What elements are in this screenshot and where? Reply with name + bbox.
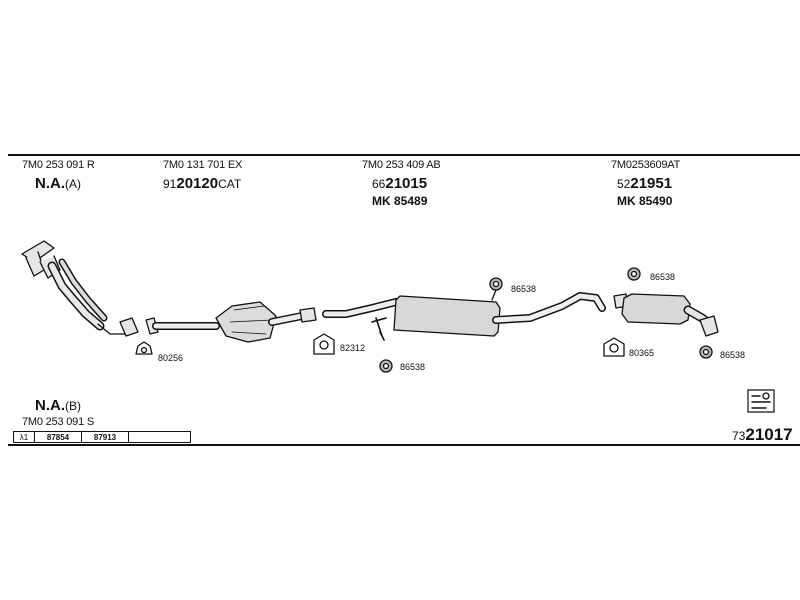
ref-86538-label-b: 86538 (400, 362, 426, 372)
part-number-col3: 7M0 253 409 AB (362, 159, 441, 171)
catalytic-converter-part (145, 301, 317, 343)
clamp-80256-icon (135, 341, 153, 355)
clamp-80365-icon (603, 337, 625, 357)
part-number-col2: 7M0 131 701 EX (163, 159, 243, 171)
ref-86538-label-a: 86538 (511, 284, 537, 294)
mk-col3: MK 85489 (372, 194, 428, 208)
lambda-value-2: 87913 (81, 431, 129, 443)
top-divider (8, 154, 800, 156)
rubber-mount-icon-a (489, 277, 503, 301)
rubber-mount-icon-d (699, 345, 713, 359)
front-pipe-part (21, 240, 139, 337)
rubber-mount-icon-b (379, 359, 393, 373)
code-col2: 9120120CAT (163, 175, 242, 192)
bottom-divider (8, 444, 800, 446)
clamp-82312-icon (313, 333, 335, 355)
catalog-number: 7321017 (732, 425, 793, 444)
rubber-mount-icon-c (627, 267, 641, 281)
lambda-value-3 (128, 431, 191, 443)
lambda-value-1: 87854 (34, 431, 82, 443)
code-footer: N.A.(B) (35, 397, 81, 414)
lambda-symbol: λ1 (13, 431, 35, 443)
catalog-logo-icon (747, 389, 775, 413)
part-number-col1: 7M0 253 091 R (22, 159, 95, 171)
code-col3: 6621015 (372, 175, 428, 192)
part-number-col4: 7M0253609AT (611, 159, 681, 171)
ref-80256-label: 80256 (158, 353, 184, 363)
mk-col4: MK 85490 (617, 194, 673, 208)
lambda-sensor-table: λ1 87854 87913 (13, 431, 191, 443)
rear-silencer-part (613, 293, 719, 337)
ref-86538-label-c: 86538 (650, 272, 676, 282)
part-number-footer: 7M0 253 091 S (22, 416, 95, 428)
middle-silencer-part (322, 292, 606, 341)
code-col4: 5221951 (617, 175, 673, 192)
ref-86538-label-d: 86538 (720, 350, 746, 360)
code-col1: N.A.(A) (35, 175, 81, 192)
ref-82312-label: 82312 (340, 343, 366, 353)
ref-80365-label: 80365 (629, 348, 655, 358)
